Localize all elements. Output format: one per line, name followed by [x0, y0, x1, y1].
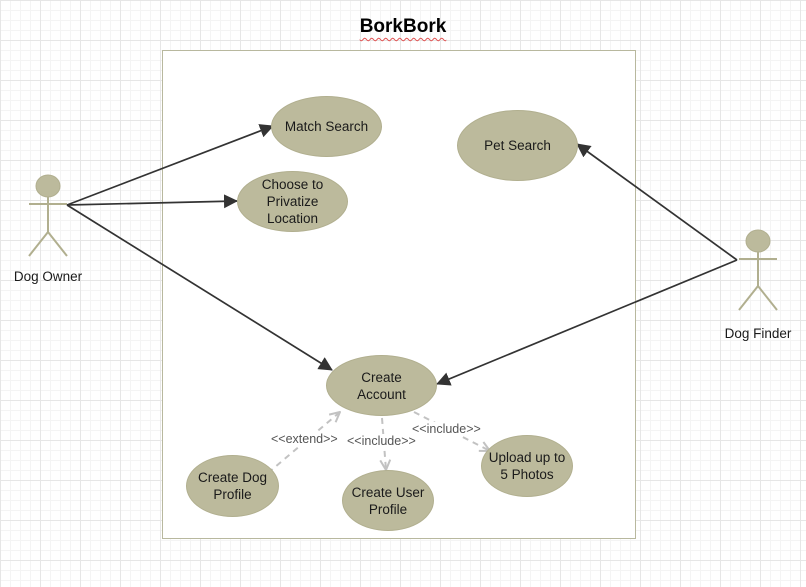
finder-to-create-account-arrow [436, 259, 738, 386]
include-photos-arrow [413, 411, 490, 451]
upload-photos-use-case[interactable]: Upload up to 5 Photos [481, 435, 573, 497]
dog-owner-actor-figure [28, 174, 68, 257]
privatize-location-use-case[interactable]: Choose to Privatize Location [237, 171, 348, 232]
dog-owner-right-leg [47, 231, 68, 257]
upload-photos-label: Upload up to 5 Photos [488, 450, 566, 482]
finder-to-pet-search-arrow [576, 143, 738, 261]
dog-finder-head [745, 229, 771, 253]
dog-owner-head [35, 174, 61, 198]
include-photos-label: <<include>> [411, 422, 482, 436]
dog-finder-actor-figure [738, 229, 778, 311]
dog-finder-right-leg [757, 285, 778, 311]
dog-finder-left-leg [738, 285, 759, 311]
create-user-profile-label: Create User Profile [351, 484, 425, 517]
include-user-profile-label: <<include>> [346, 434, 417, 448]
diagram-title: BorkBork [0, 16, 806, 38]
create-account-use-case[interactable]: Create Account [326, 355, 437, 416]
dog-finder-label: Dog Finder [724, 326, 792, 341]
match-search-label: Match Search [284, 119, 369, 134]
create-dog-profile-label: Create Dog Profile [197, 470, 268, 502]
diagram-title-text: BorkBork [359, 16, 447, 37]
pet-search-label: Pet Search [484, 138, 551, 153]
owner-to-create-account-arrow [66, 204, 333, 371]
pet-search-use-case[interactable]: Pet Search [457, 110, 578, 181]
create-user-profile-use-case[interactable]: Create User Profile [342, 470, 434, 531]
owner-to-privatize-location-arrow [66, 194, 238, 209]
owner-to-match-search-arrow [66, 124, 274, 206]
match-search-use-case[interactable]: Match Search [271, 96, 382, 157]
create-account-label: Create Account [357, 369, 406, 402]
dog-owner-left-leg [28, 231, 49, 257]
extend-label: <<extend>> [270, 432, 339, 446]
privatize-location-label: Choose to Privatize Location [261, 177, 324, 226]
create-dog-profile-use-case[interactable]: Create Dog Profile [186, 455, 279, 517]
dog-owner-label: Dog Owner [13, 269, 83, 284]
